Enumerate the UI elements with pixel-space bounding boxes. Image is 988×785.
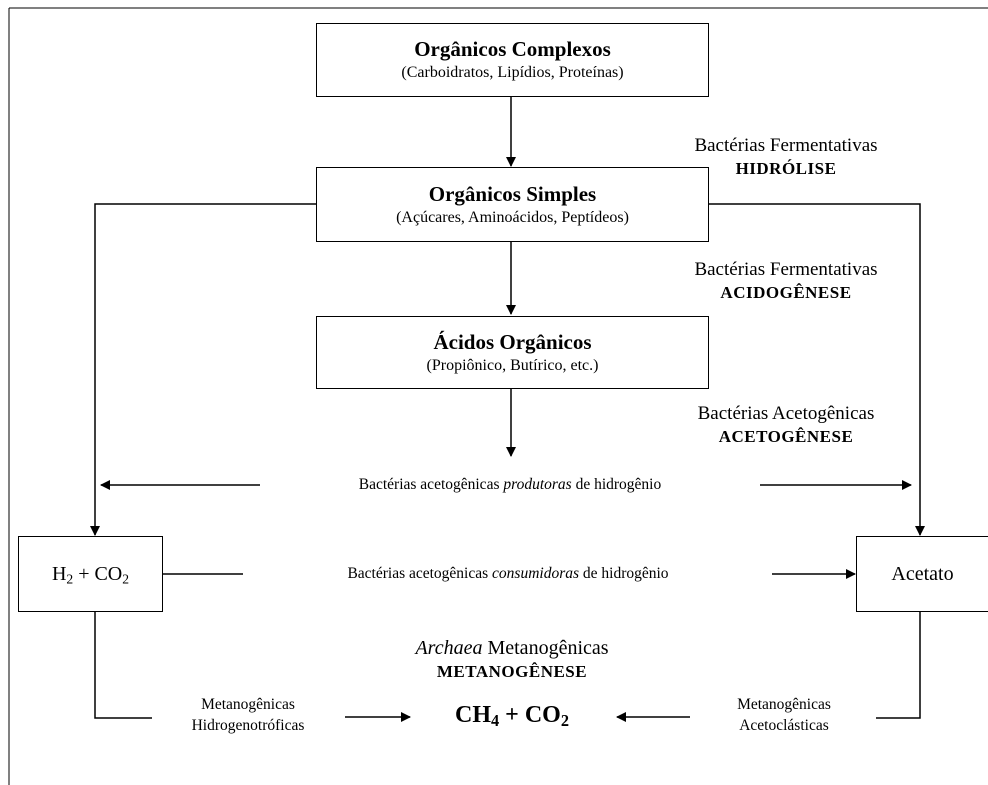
stage-methanogenesis-phase: METANOGÊNESE [436,662,588,681]
stage-acidogenesis: Bactérias Fermentativas ACIDOGÊNESE [640,258,932,304]
flow-producers-label: Bactérias acetogênicas produtoras de hid… [358,476,662,493]
box-complex-subtitle: (Carboidratos, Lipídios, Proteínas) [401,64,624,81]
box-organic-acids: Ácidos Orgânicos (Propiônico, Butírico, … [316,316,709,389]
methanogens-hydrogenotrophic: Metanogênicas Hidrogenotróficas [191,696,305,734]
box-acids-title: Ácidos Orgânicos [433,329,592,354]
stage-hydrolysis-agent: Bactérias Fermentativas [694,135,878,156]
stage-methanogenesis-agent: Archaea Metanogênicas [415,637,609,659]
methanogens-acetoclastic: Metanogênicas Acetoclásticas [737,696,831,734]
h2co2-formula: H2 + CO2 [51,562,130,586]
stage-acetogenesis-agent: Bactérias Acetogênicas [697,403,875,424]
box-acids-subtitle: (Propiônico, Butírico, etc.) [426,356,599,374]
stage-acidogenesis-agent: Bactérias Fermentativas [694,259,878,280]
stage-methanogenesis: Archaea Metanogênicas METANOGÊNESE [352,635,672,683]
stage-acidogenesis-phase: ACIDOGÊNESE [720,283,852,302]
box-simple-organics: Orgânicos Simples (Açúcares, Aminoácidos… [316,167,709,242]
acetate-label: Acetato [891,562,954,585]
arrow-simple-to-acetate [708,203,925,536]
box-simple-title: Orgânicos Simples [428,181,597,206]
bracket-h2co2-down [94,612,152,719]
flow-consumers-label: Bactérias acetogênicas consumidoras de h… [347,565,669,582]
box-complex-title: Orgânicos Complexos [414,37,611,61]
arrow-simple-to-h2co2 [90,203,316,536]
box-complex-organics: Orgânicos Complexos (Carboidratos, Lipíd… [316,23,709,97]
stage-hydrolysis: Bactérias Fermentativas HIDRÓLISE [640,134,932,180]
box-acetate: Acetato [856,536,988,612]
stage-hydrolysis-phase: HIDRÓLISE [735,159,837,178]
box-h2-co2: H2 + CO2 [18,536,163,612]
box-simple-subtitle: (Açúcares, Aminoácidos, Peptídeos) [396,208,629,226]
product-ch4-co2: CH4 + CO2 [455,702,569,731]
bracket-acetate-down [876,612,921,719]
stage-acetogenesis: Bactérias Acetogênicas ACETOGÊNESE [640,402,932,448]
stage-acetogenesis-phase: ACETOGÊNESE [718,427,854,446]
